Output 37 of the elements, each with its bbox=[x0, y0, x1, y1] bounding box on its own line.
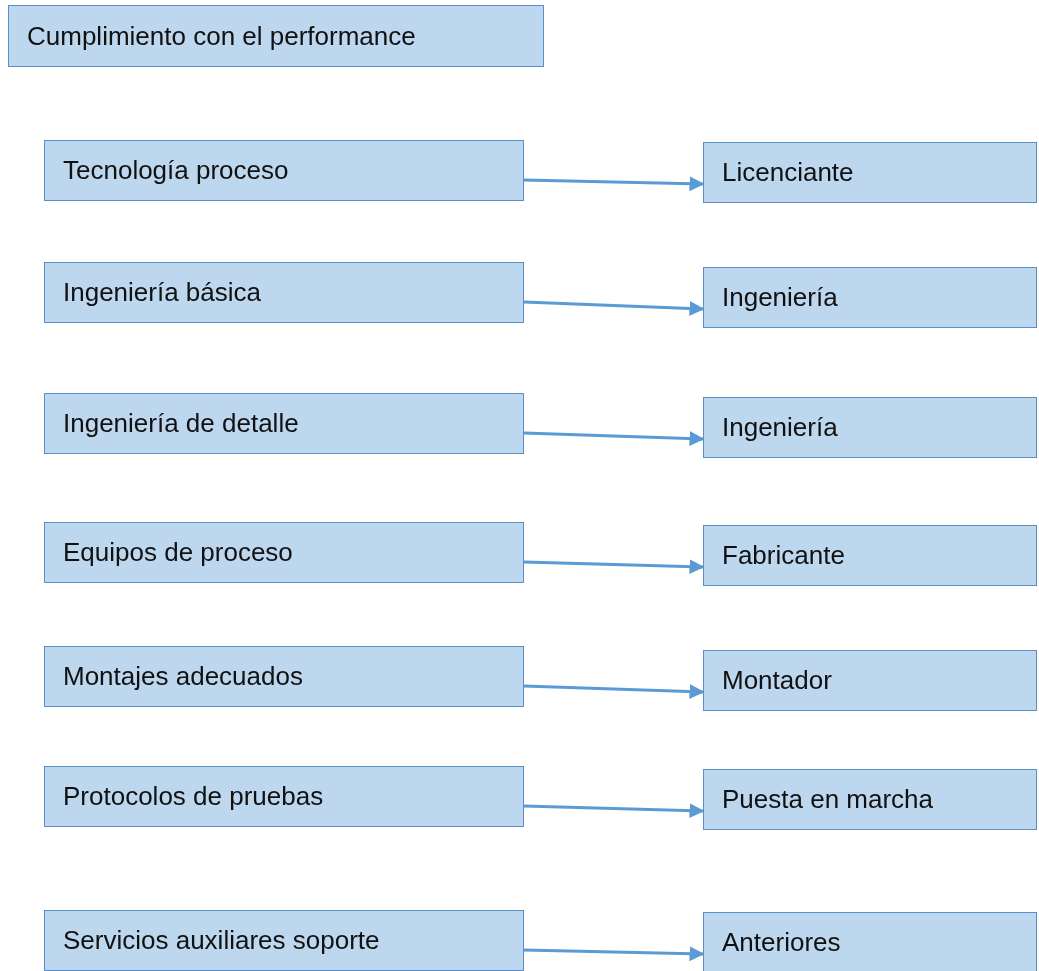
process-box bbox=[44, 140, 524, 201]
arrow bbox=[523, 300, 705, 316]
process-box bbox=[703, 142, 1037, 203]
arrow bbox=[523, 176, 705, 192]
arrow bbox=[523, 559, 705, 575]
process-box bbox=[703, 267, 1037, 328]
process-box bbox=[703, 525, 1037, 586]
process-box bbox=[44, 646, 524, 707]
box-label: Ingeniería básica bbox=[63, 277, 262, 308]
arrow bbox=[523, 946, 705, 962]
box-label: Protocolos de pruebas bbox=[63, 781, 324, 812]
process-box bbox=[44, 910, 524, 971]
arrow bbox=[523, 803, 705, 819]
process-box bbox=[703, 650, 1037, 711]
arrow bbox=[523, 431, 705, 447]
process-box bbox=[44, 262, 524, 323]
box-label: Tecnología proceso bbox=[63, 155, 289, 186]
box-label: Ingeniería de detalle bbox=[63, 408, 299, 439]
box-label: Servicios auxiliares soporte bbox=[63, 925, 380, 956]
box-label: Licenciante bbox=[722, 157, 854, 188]
box-label: Ingeniería bbox=[722, 412, 838, 443]
process-box bbox=[44, 766, 524, 827]
process-box bbox=[703, 912, 1037, 971]
box-label: Anteriores bbox=[722, 927, 841, 958]
arrow bbox=[523, 684, 705, 700]
box-label: Montajes adecuados bbox=[63, 661, 303, 692]
box-label: Cumplimiento con el performance bbox=[27, 20, 416, 52]
box-label: Puesta en marcha bbox=[722, 784, 933, 815]
box-label: Montador bbox=[722, 665, 832, 696]
box-label: Ingeniería bbox=[722, 282, 838, 313]
box-label: Equipos de proceso bbox=[63, 537, 293, 568]
process-box bbox=[44, 522, 524, 583]
process-box bbox=[703, 769, 1037, 830]
process-box bbox=[703, 397, 1037, 458]
process-box bbox=[44, 393, 524, 454]
process-box bbox=[8, 5, 544, 67]
box-label: Fabricante bbox=[722, 540, 845, 571]
